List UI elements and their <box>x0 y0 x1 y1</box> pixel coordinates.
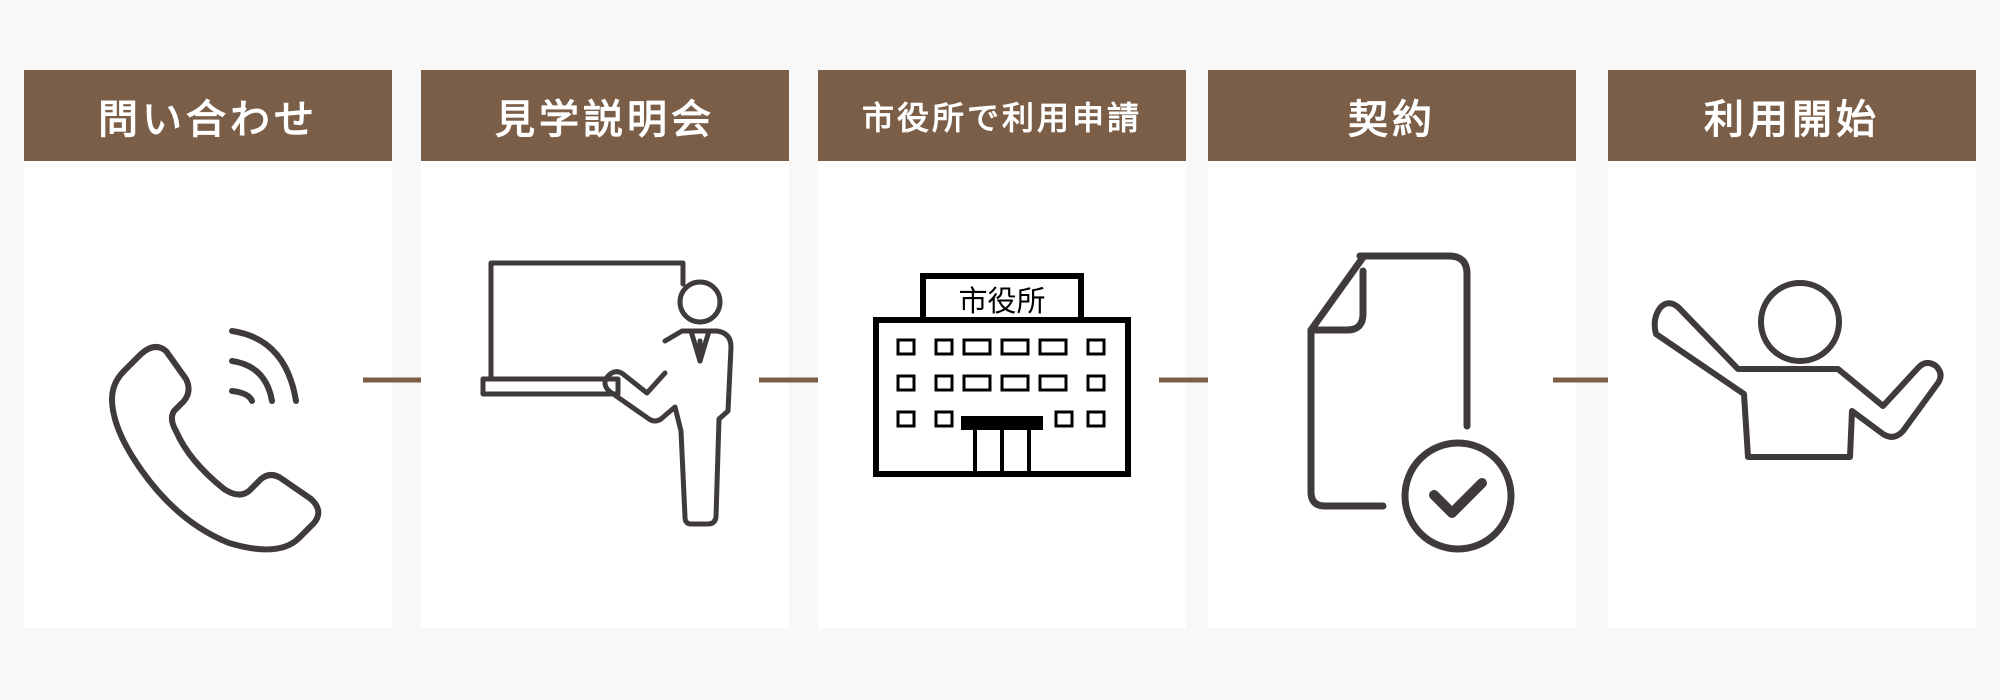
step-start-use: 利用開始 <box>1608 70 1976 628</box>
step-briefing-title: 見学説明会 <box>421 70 789 161</box>
step-city-hall-application: 市役所で利用申請 市役所 <box>818 70 1186 628</box>
document-check-icon <box>1208 161 1576 628</box>
phone-icon <box>24 161 392 628</box>
city-hall-sign: 市役所 <box>958 284 1045 318</box>
raised-hand-person-icon <box>1608 161 1976 628</box>
presenter-icon <box>421 161 789 628</box>
step-city-hall-application-title: 市役所で利用申請 <box>818 70 1186 161</box>
step-inquiry-title: 問い合わせ <box>24 70 392 161</box>
step-start-use-title: 利用開始 <box>1608 70 1976 161</box>
step-inquiry: 問い合わせ <box>24 70 392 628</box>
city-hall-icon: 市役所 <box>818 161 1186 628</box>
step-briefing: 見学説明会 <box>421 70 789 628</box>
step-contract: 契約 <box>1208 70 1576 628</box>
step-contract-title: 契約 <box>1208 70 1576 161</box>
